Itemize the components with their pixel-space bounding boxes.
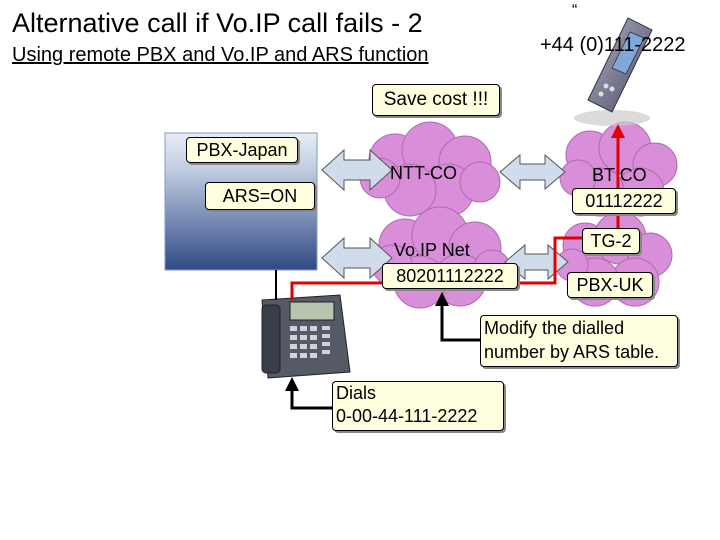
modify-callout-line	[440, 300, 482, 342]
dials-line-1: Dials	[336, 383, 377, 403]
modify-note-callout: Modify the dialled number by ARS table.	[480, 315, 678, 367]
dials-callout-line	[290, 385, 332, 410]
double-arrow-pbx-ntt-icon	[321, 148, 393, 192]
dials-callout-arrowhead-icon	[285, 377, 299, 391]
double-arrow-pbx-voip-icon	[321, 236, 393, 280]
bt-co-label: BT CO	[592, 165, 647, 185]
voip-number-label: 80201112222	[382, 263, 518, 289]
ars-on-label: ARS=ON	[205, 182, 315, 210]
pbx-japan-label: PBX-Japan	[186, 137, 298, 163]
modify-note-line-2: number by ARS table.	[484, 342, 660, 362]
pbx-uk-label: PBX-UK	[567, 272, 653, 298]
ntt-co-label: NTT-CO	[390, 163, 457, 183]
bt-number-label: 01112222	[572, 188, 676, 214]
call-route-path	[290, 128, 620, 300]
double-arrow-voip-pbxuk-icon	[504, 243, 569, 281]
dials-callout: Dials 0-00-44-111-2222	[332, 381, 504, 431]
quote-mark: “	[572, 2, 578, 19]
tg2-label: TG-2	[582, 228, 640, 254]
double-arrow-ntt-bt-icon	[499, 153, 566, 191]
modify-note-line-1: Modify the dialled	[484, 318, 625, 338]
mobile-phone-icon	[574, 17, 653, 126]
page-title: Alternative call if Vo.IP call fails - 2	[12, 8, 423, 38]
voip-net-label: Vo.IP Net	[394, 240, 470, 260]
destination-phone-number: +44 (0)111-2222	[540, 34, 686, 56]
modify-callout-arrowhead-icon	[435, 292, 449, 306]
save-cost-label: Save cost !!!	[372, 84, 500, 116]
dials-line-2: 0-00-44-111-2222	[336, 406, 478, 426]
call-route-arrowhead-icon	[611, 124, 625, 138]
desk-phone-icon	[261, 294, 351, 379]
page-subtitle: Using remote PBX and Vo.IP and ARS funct…	[12, 44, 429, 66]
